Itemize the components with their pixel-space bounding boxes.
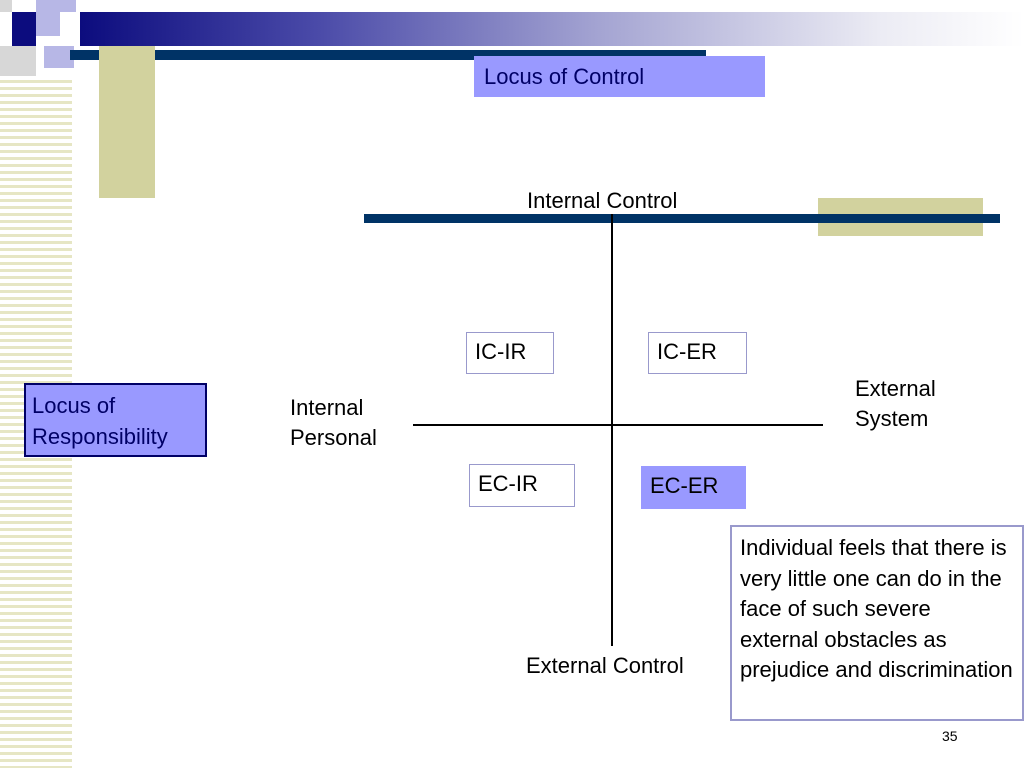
corner-square — [12, 12, 36, 46]
description-note: Individual feels that there is very litt… — [730, 525, 1024, 721]
corner-square — [44, 46, 74, 68]
axis-label-bottom: External Control — [526, 653, 684, 678]
corner-square — [36, 12, 60, 36]
decorative-block — [99, 46, 155, 198]
top-rule — [364, 214, 1000, 223]
axis-label-top: Internal Control — [527, 188, 678, 213]
axis-label-left: Internal Personal — [290, 395, 377, 450]
corner-square — [36, 0, 76, 12]
quadrant-ic-er: IC-ER — [648, 332, 747, 374]
axis-label-right: External System — [855, 376, 936, 431]
horizontal-axis — [413, 424, 823, 426]
quadrant-ec-er: EC-ER — [641, 466, 746, 509]
locus-of-responsibility-box: Locus of Responsibility — [24, 383, 207, 457]
quadrant-ic-ir: IC-IR — [466, 332, 554, 374]
vertical-axis — [611, 214, 613, 646]
slide-title: Locus of Control — [474, 56, 765, 97]
header-gradient-bar — [80, 12, 1024, 46]
page-number: 35 — [942, 728, 958, 744]
corner-square — [0, 0, 12, 12]
quadrant-ec-ir: EC-IR — [469, 464, 575, 507]
corner-square — [0, 46, 36, 76]
header-rule — [70, 50, 706, 60]
